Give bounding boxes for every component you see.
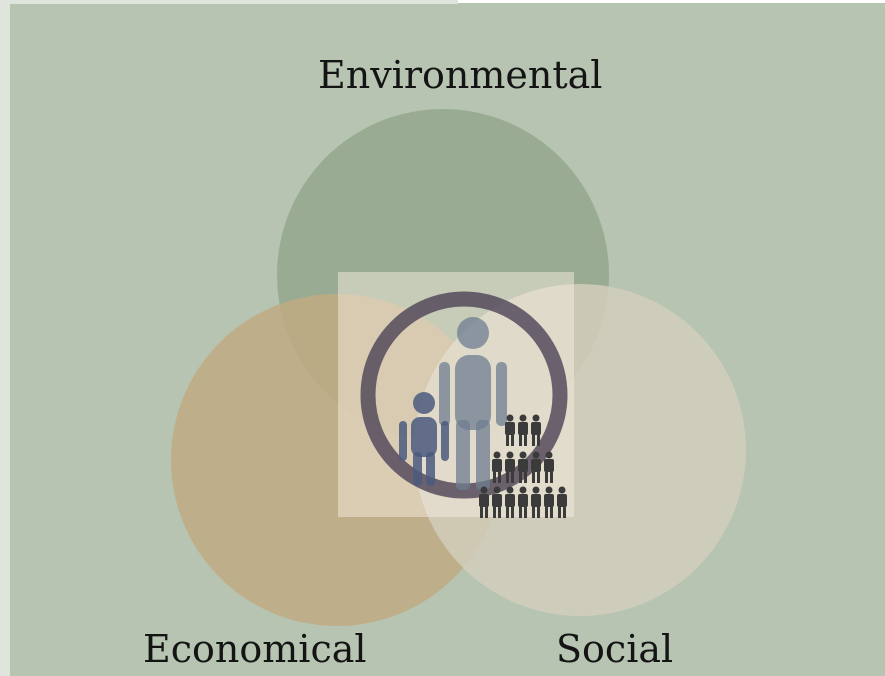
icon-ring xyxy=(360,291,568,499)
top-right-border-strip xyxy=(458,0,885,3)
family-community-icon xyxy=(338,272,574,518)
crowd-people-group xyxy=(479,414,567,518)
child-figure xyxy=(399,392,449,486)
top-border-strip xyxy=(0,0,458,4)
adult-figure xyxy=(439,317,507,490)
social-label: Social xyxy=(556,627,674,671)
environmental-label: Environmental xyxy=(318,53,603,97)
crowd-row-2 xyxy=(492,451,554,483)
left-border-strip xyxy=(0,0,10,676)
crowd-row-3 xyxy=(479,486,567,518)
crowd-row-1 xyxy=(505,414,541,446)
economical-label: Economical xyxy=(143,627,367,671)
